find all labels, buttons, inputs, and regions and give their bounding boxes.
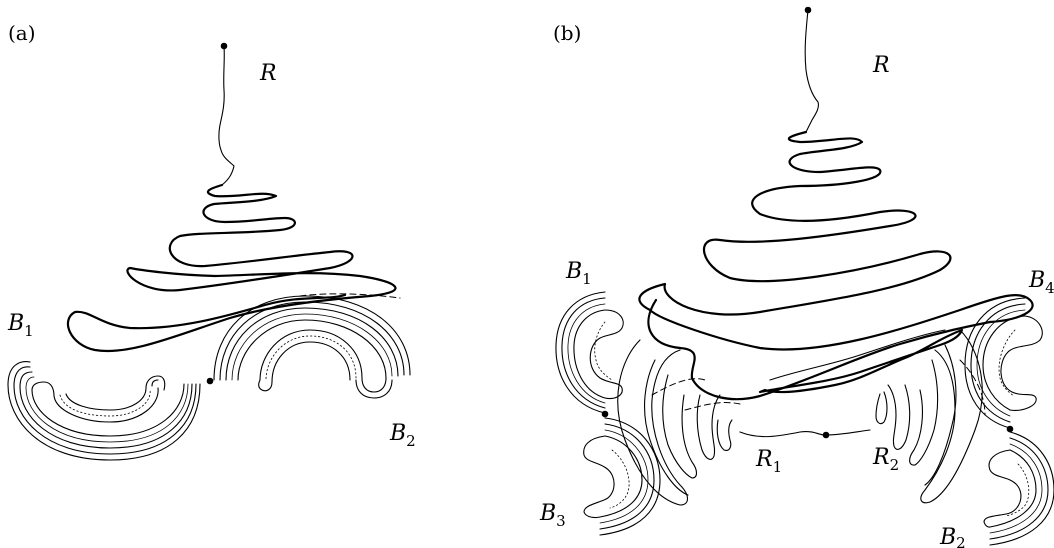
panel-b-label-B1: B1 bbox=[565, 259, 592, 288]
panel-a-tag: (a) bbox=[8, 21, 36, 45]
panel-b-junction-point bbox=[822, 431, 830, 439]
panel-b-R2-fingers bbox=[875, 329, 986, 504]
panel-a-junction-point bbox=[206, 377, 214, 385]
panel-b-B1-band bbox=[555, 291, 624, 414]
panel-a-label-B1: B1 bbox=[7, 311, 34, 340]
panel-b-R1-fingers bbox=[617, 339, 741, 506]
panel-a-B1-band bbox=[7, 361, 201, 461]
panel-a-R-endpoint bbox=[220, 42, 228, 50]
panel-a-R-folds bbox=[66, 183, 397, 353]
panel-a-R-dashed bbox=[299, 293, 401, 299]
panel-b-B4-band bbox=[964, 297, 1043, 429]
panel-b-B1-point bbox=[601, 410, 609, 418]
panel-b-B2-band bbox=[983, 431, 1054, 546]
panel-b-label-R1: R1 bbox=[755, 447, 782, 476]
panel-b-label-R2: R2 bbox=[872, 445, 899, 474]
panel-b-R-folds bbox=[638, 130, 1034, 351]
panel-b-label-R: R bbox=[872, 53, 890, 78]
panel-a-R-tail bbox=[218, 45, 235, 186]
panel-b-R-inner-fold bbox=[758, 328, 964, 394]
panel-b-B4-point bbox=[1006, 425, 1014, 433]
panel-a-B2-band bbox=[213, 295, 411, 399]
panel-b-label-B3: B3 bbox=[539, 501, 566, 530]
panel-b-label-B2: B2 bbox=[939, 525, 966, 548]
panel-a-label-B2: B2 bbox=[389, 421, 416, 450]
panel-b-R1-R2-link bbox=[739, 429, 871, 438]
panel-a-label-R: R bbox=[259, 61, 277, 86]
panel-a: (a) bbox=[7, 21, 416, 461]
panel-b-tag: (b) bbox=[553, 21, 581, 45]
panel-b-R-inner-fold-2 bbox=[769, 329, 946, 381]
panel-b-R-tail bbox=[804, 9, 819, 133]
panel-b-label-B4: B4 bbox=[1028, 268, 1054, 297]
panel-b: (b) bbox=[539, 6, 1054, 548]
panel-b-R-endpoint bbox=[804, 6, 812, 14]
panel-b-R-lower-fold bbox=[647, 298, 992, 401]
panel-b-B3-band bbox=[583, 417, 661, 536]
